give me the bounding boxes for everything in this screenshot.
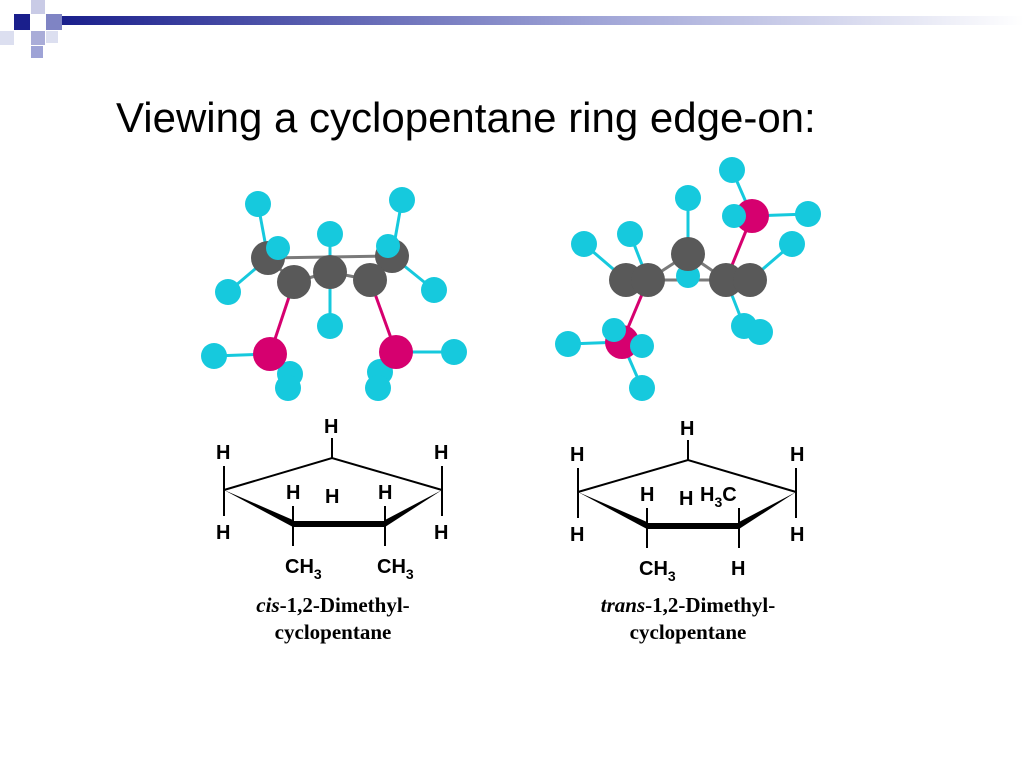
- trans-caption-prefix: trans: [600, 593, 646, 617]
- hydrogen-atom: [719, 157, 745, 183]
- trans-label-h-right-up: H: [790, 444, 804, 466]
- hydrogen-atom: [571, 231, 597, 257]
- cis-label-h-top: H: [324, 416, 338, 438]
- deco-square: [31, 31, 45, 45]
- cis-label-h-left-up: H: [216, 442, 230, 464]
- hydrogen-atom: [317, 221, 343, 247]
- hydrogen-atom: [779, 231, 805, 257]
- carbon-atom: [733, 263, 767, 297]
- deco-square: [31, 0, 45, 14]
- trans-label-h-front-left: H: [640, 484, 654, 506]
- deco-square: [31, 46, 43, 58]
- hydrogen-atom: [376, 234, 400, 258]
- cis-label-h-front-right: H: [378, 482, 392, 504]
- hydrogen-atom: [266, 236, 290, 260]
- trans-label-h-right-down: H: [790, 524, 804, 546]
- deco-square: [46, 31, 58, 43]
- trans-label-h-top: H: [680, 418, 694, 440]
- carbon-atom: [277, 265, 311, 299]
- deco-square: [14, 14, 30, 30]
- cis-ball-and-stick-model: [201, 187, 467, 401]
- cis-label-h-front-left: H: [286, 482, 300, 504]
- trans-structure-diagram: [577, 440, 797, 548]
- methyl-carbon-atom: [735, 199, 769, 233]
- slide-title: Viewing a cyclopentane ring edge-on:: [116, 94, 816, 141]
- hydrogen-atom: [722, 204, 746, 228]
- hydrogen-atom: [245, 191, 271, 217]
- hydrogen-atom: [389, 187, 415, 213]
- hydrogen-atom: [676, 264, 700, 288]
- trans-label-h3c: H3C: [700, 484, 737, 510]
- hydrogen-atom: [795, 201, 821, 227]
- hydrogen-atom: [215, 279, 241, 305]
- hydrogen-atom: [421, 277, 447, 303]
- cis-label-h-right-down: H: [434, 522, 448, 544]
- slide-decoration: [0, 0, 1024, 58]
- hydrogen-atom: [747, 319, 773, 345]
- trans-label-ch3: CH3: [639, 558, 676, 584]
- carbon-atom: [709, 263, 743, 297]
- cis-caption-line2: cyclopentane: [274, 620, 392, 644]
- carbon-atom: [313, 255, 347, 289]
- methyl-carbon-atom: [379, 335, 413, 369]
- trans-label-h-left-down: H: [570, 524, 584, 546]
- hydrogen-atom: [201, 343, 227, 369]
- hydrogen-atom: [675, 185, 701, 211]
- trans-label-h-left-up: H: [570, 444, 584, 466]
- hydrogen-atom: [555, 331, 581, 357]
- deco-square: [46, 14, 62, 30]
- trans-caption-name: -1,2-Dimethyl-: [645, 593, 776, 617]
- trans-ball-and-stick-model: [555, 157, 821, 401]
- deco-square: [0, 31, 14, 45]
- cis-label-h-right-up: H: [434, 442, 448, 464]
- hydrogen-atom: [275, 375, 301, 401]
- cis-caption-prefix: cis: [256, 593, 280, 617]
- carbon-atom: [671, 237, 705, 271]
- header-gradient-bar: [62, 16, 1024, 25]
- hydrogen-atom: [629, 375, 655, 401]
- methyl-carbon-atom: [253, 337, 287, 371]
- hydrogen-atom: [602, 318, 626, 342]
- cis-structure-diagram: [223, 438, 443, 546]
- carbon-atom: [631, 263, 665, 297]
- hydrogen-atom: [630, 334, 654, 358]
- trans-caption: trans-1,2-Dimethyl- cyclopentane: [538, 592, 838, 646]
- cis-caption: cis-1,2-Dimethyl- cyclopentane: [183, 592, 483, 646]
- cis-label-ch3-left: CH3: [285, 556, 322, 582]
- cis-label-h-left-down: H: [216, 522, 230, 544]
- hydrogen-atom: [617, 221, 643, 247]
- trans-caption-line2: cyclopentane: [629, 620, 747, 644]
- carbon-atom: [353, 263, 387, 297]
- hydrogen-atom: [441, 339, 467, 365]
- hydrogen-atom: [365, 375, 391, 401]
- trans-label-h-bottom-right: H: [731, 558, 745, 580]
- trans-label-h-middle: H: [679, 488, 693, 510]
- cis-caption-name: -1,2-Dimethyl-: [279, 593, 410, 617]
- cis-label-h-middle: H: [325, 486, 339, 508]
- hydrogen-atom: [317, 313, 343, 339]
- cis-label-ch3-right: CH3: [377, 556, 414, 582]
